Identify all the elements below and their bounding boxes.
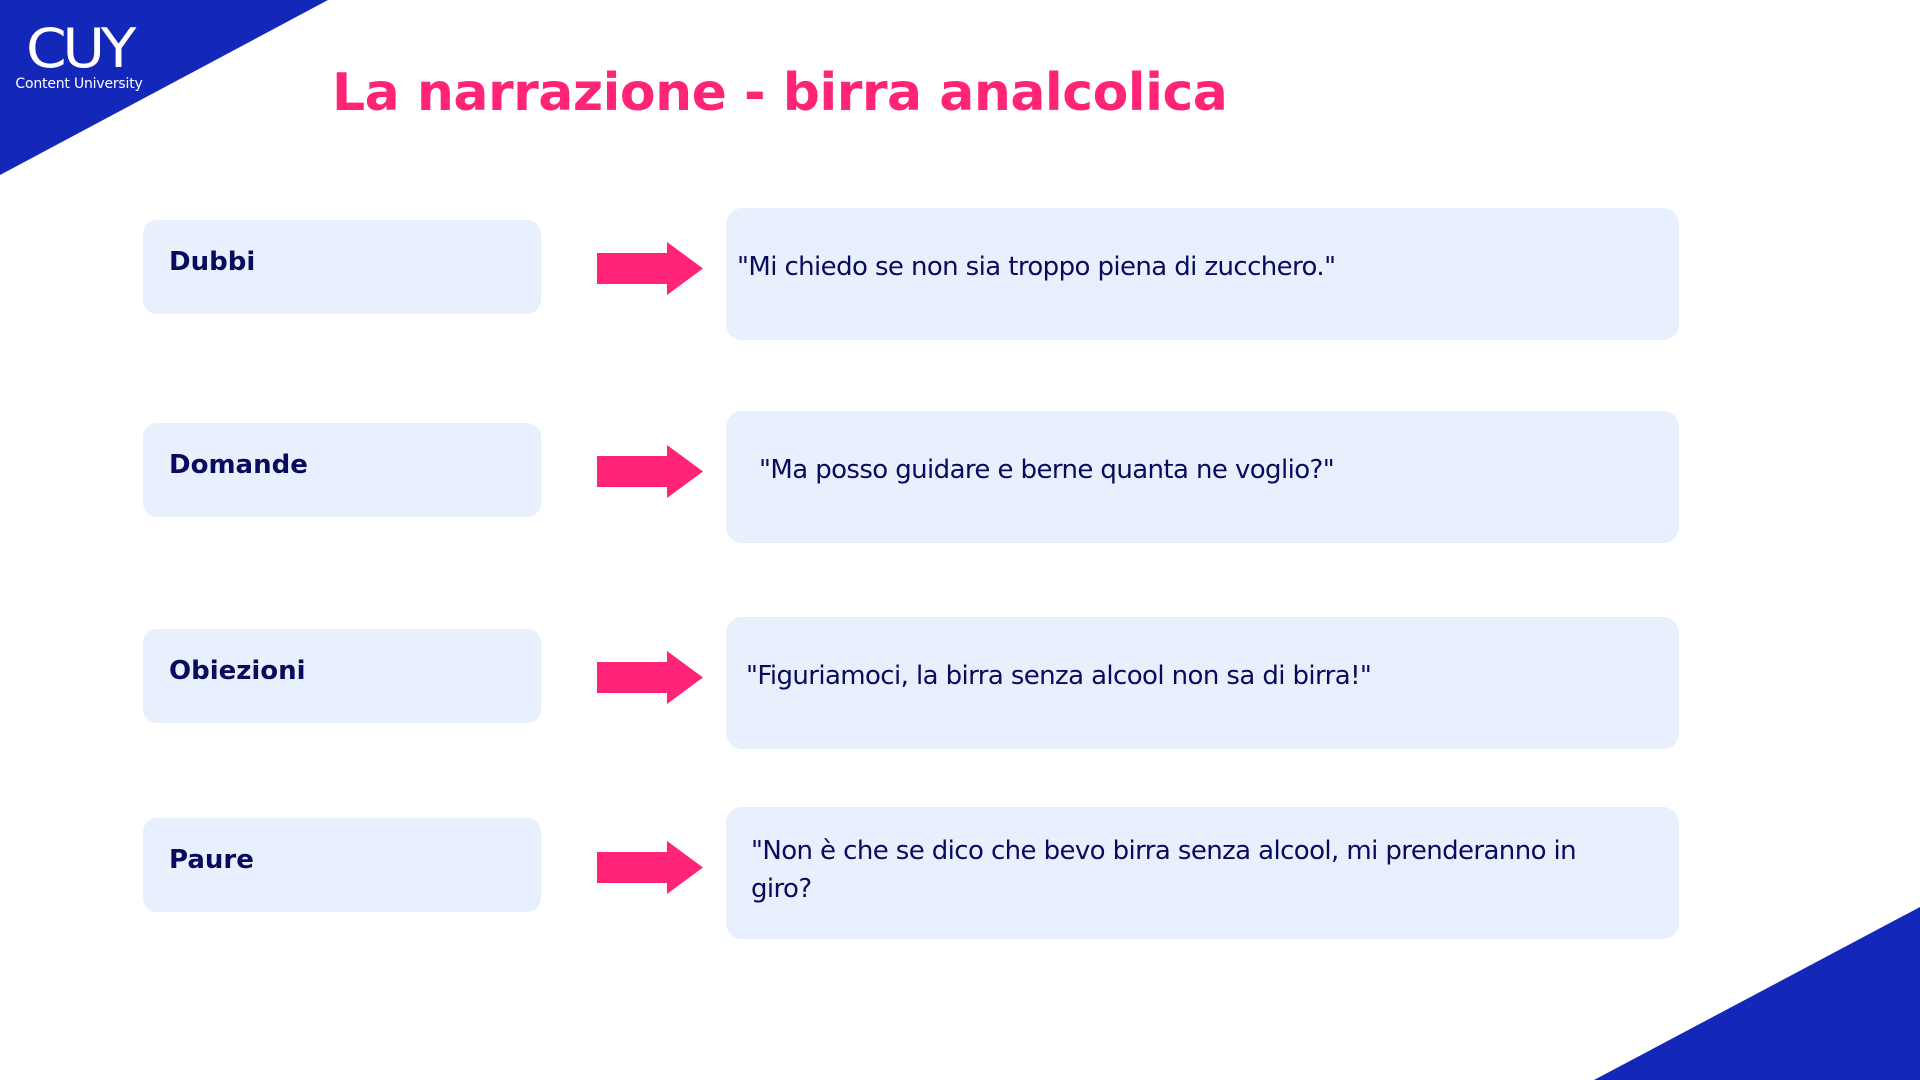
right-arrow-icon [597,841,703,894]
quote-obiezioni: "Figuriamoci, la birra senza alcool non … [746,661,1372,691]
quote-box-dubbi: "Mi chiedo se non sia troppo piena di zu… [726,208,1679,340]
slide-title: La narrazione - birra analcolica [332,63,1228,123]
right-arrow-icon [597,651,703,704]
label-box-domande: Domande [143,423,541,517]
label-dubbi: Dubbi [169,247,256,277]
label-box-paure: Paure [143,818,541,912]
quote-box-domande: "Ma posso guidare e berne quanta ne vogl… [726,411,1679,543]
quote-dubbi: "Mi chiedo se non sia troppo piena di zu… [737,252,1336,282]
label-domande: Domande [169,450,308,480]
label-paure: Paure [169,845,254,875]
right-arrow-icon [597,242,703,295]
label-box-dubbi: Dubbi [143,220,541,314]
top-left-corner-decoration [0,0,328,175]
logo-mark: CUY [25,17,136,80]
quote-domande: "Ma posso guidare e berne quanta ne vogl… [759,455,1335,485]
quote-box-paure: "Non è che se dico che bevo birra senza … [726,807,1679,939]
label-obiezioni: Obiezioni [169,656,306,686]
logo-subtitle: Content University [15,76,143,92]
quote-box-obiezioni: "Figuriamoci, la birra senza alcool non … [726,617,1679,749]
label-box-obiezioni: Obiezioni [143,629,541,723]
right-arrow-icon [597,445,703,498]
quote-paure: "Non è che se dico che bevo birra senza … [751,836,1577,904]
content-university-logo: CUY Content University [14,22,144,93]
